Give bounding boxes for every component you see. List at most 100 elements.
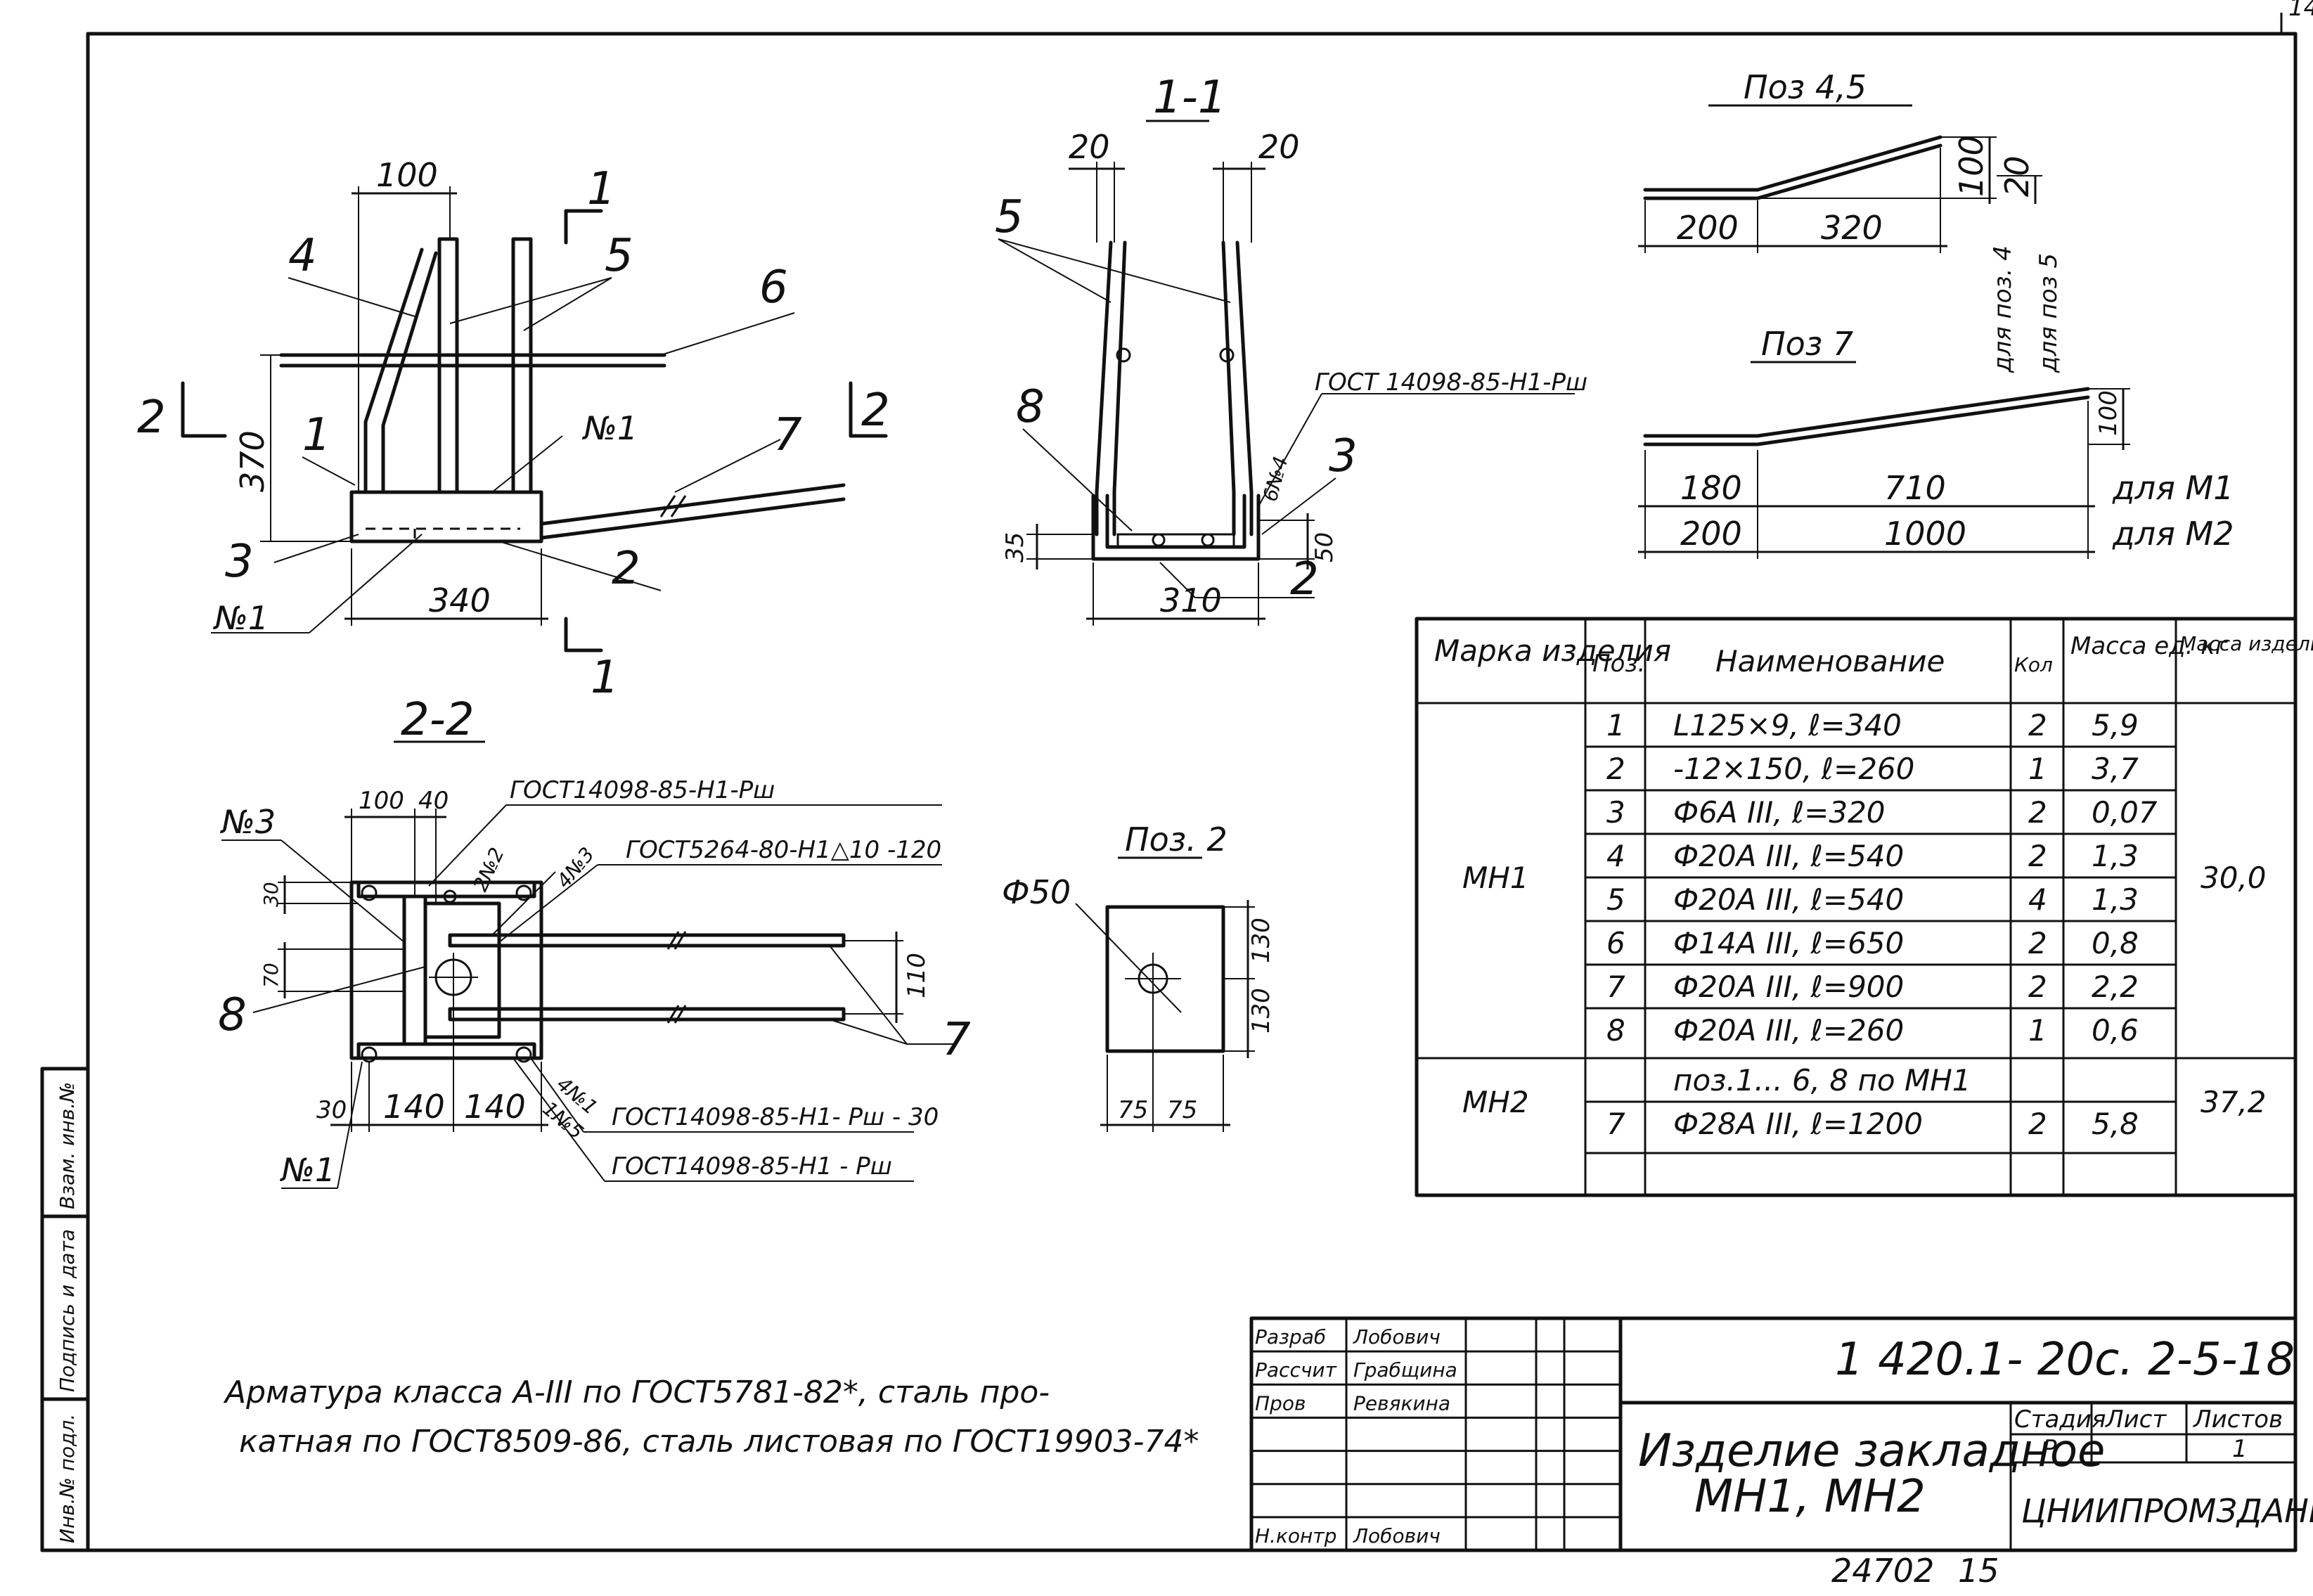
tb-role-0: Разраб — [1255, 1325, 1326, 1349]
poz7-r2-a: 200 — [1680, 515, 1742, 553]
table-cell-mass: 3,7 — [2092, 752, 2139, 786]
table-cell-name: Ф6А III, ℓ=320 — [1673, 795, 1886, 830]
plan-cut-bottom: 1 — [591, 652, 619, 704]
plan-dim-height: 370 — [233, 430, 271, 492]
table-cell-name: Ф20А III, ℓ=540 — [1673, 882, 1904, 917]
poz7-r1-a: 180 — [1680, 469, 1742, 507]
table-cell-pos: 5 — [1606, 882, 1625, 917]
plan-pos-4: 4 — [288, 230, 317, 282]
plan-pos-3: 3 — [225, 536, 254, 588]
plan-pos-6: 6 — [759, 262, 788, 314]
footer-code: 24702 — [1831, 1552, 1934, 1590]
table-cell-total: 30,0 — [2201, 861, 2267, 895]
tb-role-1: Рассчит — [1255, 1358, 1337, 1382]
table-cell-qty: 2 — [2028, 970, 2047, 1004]
s11-pos-5: 5 — [995, 191, 1024, 243]
s11-pos-3: 3 — [1329, 430, 1358, 482]
table-cell-qty: 2 — [2028, 708, 2047, 742]
poz2-dim-75a: 75 — [1118, 1096, 1148, 1124]
table-cell-mass: 1,3 — [2092, 882, 2139, 917]
poz45-note-5: для поз 5 — [2035, 253, 2063, 373]
s22-gost-a: ГОСТ14098-85-Н1-Рш — [510, 776, 775, 804]
table-cell-mark: МН2 — [1462, 1085, 1529, 1119]
side-stamp-inv: Инв.№ подл. — [56, 1414, 79, 1543]
table-cell-name: Ф20А III, ℓ=900 — [1673, 970, 1904, 1004]
s22-dim-70: 70 — [259, 963, 283, 988]
table-header-3: Кол — [2014, 653, 2053, 676]
poz2-title: Поз. 2 — [1125, 820, 1228, 858]
s22-weld-2: 2№2 — [468, 844, 508, 895]
s22-pos-7: 7 — [942, 1014, 971, 1066]
s11-pos-8: 8 — [1016, 381, 1045, 433]
s11-weld: 6№4 — [1258, 454, 1293, 504]
s11-pos-2: 2 — [1290, 553, 1319, 605]
table-cell-name: Ф20А III, ℓ=260 — [1673, 1013, 1904, 1048]
poz45-dim-20: 20 — [1998, 155, 2036, 197]
tb-name-0: Лобович — [1353, 1325, 1441, 1349]
note-line2: катная по ГОСТ8509-86, сталь листовая по… — [239, 1424, 1199, 1460]
s11-dim-left: 20 — [1069, 128, 1110, 166]
table-cell-mark: МН1 — [1462, 861, 1529, 895]
table-cell-pos: 1 — [1606, 708, 1625, 742]
poz7-r2-b: 1000 — [1884, 515, 1966, 553]
doc-code: 1 420.1- 20с. 2-5-18 — [1835, 1334, 2295, 1386]
table-cell-mass: 5,9 — [2092, 708, 2139, 742]
side-stamp-sign: Подпись и дата — [56, 1229, 79, 1392]
s22-dim-30: 30 — [259, 882, 283, 907]
s11-dim-right: 20 — [1258, 128, 1300, 166]
table-cell-mass: 2,2 — [2092, 970, 2139, 1004]
table-cell-mass: 1,3 — [2092, 839, 2139, 873]
s11-dim-50: 50 — [1310, 532, 1339, 562]
section-1-1-view — [998, 162, 1575, 626]
plan-pos-1: 1 — [302, 409, 331, 461]
poz2-view — [1075, 900, 1255, 1132]
table-cell-name: -12×150, ℓ=260 — [1673, 752, 1914, 786]
stage-label: Стадия — [2014, 1405, 2106, 1434]
s11-dim-35: 35 — [1001, 532, 1029, 562]
poz45-note-4: для поз. 4 — [1989, 245, 2017, 373]
table-cell-total: 37,2 — [2201, 1085, 2267, 1119]
table-cell-qty: 2 — [2028, 926, 2047, 960]
s22-dim-40: 40 — [418, 787, 449, 815]
table-cell-qty: 1 — [2028, 1013, 2047, 1048]
table-cell-mass: 0,8 — [2092, 926, 2139, 960]
plan-pos-2: 2 — [612, 543, 640, 595]
section-2-2-view — [221, 804, 956, 1189]
poz45-dim-100: 100 — [1952, 135, 1990, 197]
plan-view — [181, 186, 888, 652]
table-cell-qty: 2 — [2028, 795, 2047, 830]
org-name: ЦНИИПРОМЗДАНИЙ — [2021, 1492, 2313, 1530]
s11-dim-width: 310 — [1160, 581, 1222, 619]
poz45-title: Поз 4,5 — [1744, 68, 1867, 106]
s22-dim-110: 110 — [903, 953, 931, 998]
table-cell-pos: 6 — [1606, 926, 1625, 960]
table-cell-name: Ф14А III, ℓ=650 — [1673, 926, 1904, 960]
table-cell-pos: 7 — [1606, 1107, 1625, 1141]
table-cell-pos: 3 — [1606, 795, 1625, 830]
section-2-2-title: 2-2 — [401, 694, 475, 746]
poz2-dim-130b: 130 — [1247, 988, 1275, 1034]
plan-cut-top: 1 — [587, 163, 616, 215]
table-header-0: Марка изделия — [1434, 633, 1671, 668]
table-header-5: Масса изделия, кг — [2179, 632, 2313, 655]
table-cell-qty: 1 — [2028, 752, 2047, 786]
poz45-dim-200: 200 — [1677, 209, 1739, 247]
tb-name-6: Лобович — [1353, 1524, 1441, 1547]
s22-dim-140b: 140 — [464, 1088, 526, 1126]
sheet-label: Лист — [2104, 1405, 2167, 1434]
poz2-dim-130a: 130 — [1247, 918, 1275, 963]
plan-dim-top: 100 — [376, 156, 438, 194]
poz7-view — [1638, 387, 2130, 559]
side-stamp-replace: Взам. инв.№ — [56, 1082, 79, 1209]
plan-pos-7: 7 — [773, 409, 802, 461]
s22-gost-c: ГОСТ14098-85-Н1- Рш - 30 — [612, 1103, 939, 1131]
poz7-dim-100: 100 — [2094, 390, 2122, 436]
s22-gost-d: ГОСТ14098-85-Н1 - Рш — [612, 1152, 892, 1180]
section-1-1-title: 1-1 — [1153, 72, 1227, 124]
table-cell-name: L125×9, ℓ=340 — [1673, 708, 1902, 742]
table-cell-qty: 2 — [2028, 1107, 2047, 1141]
plan-weld-top: №1 — [581, 409, 638, 447]
tb-name-2: Ревякина — [1353, 1391, 1450, 1415]
table-cell-mass: 0,6 — [2092, 1013, 2139, 1048]
poz2-dia: Ф50 — [1002, 873, 1071, 911]
